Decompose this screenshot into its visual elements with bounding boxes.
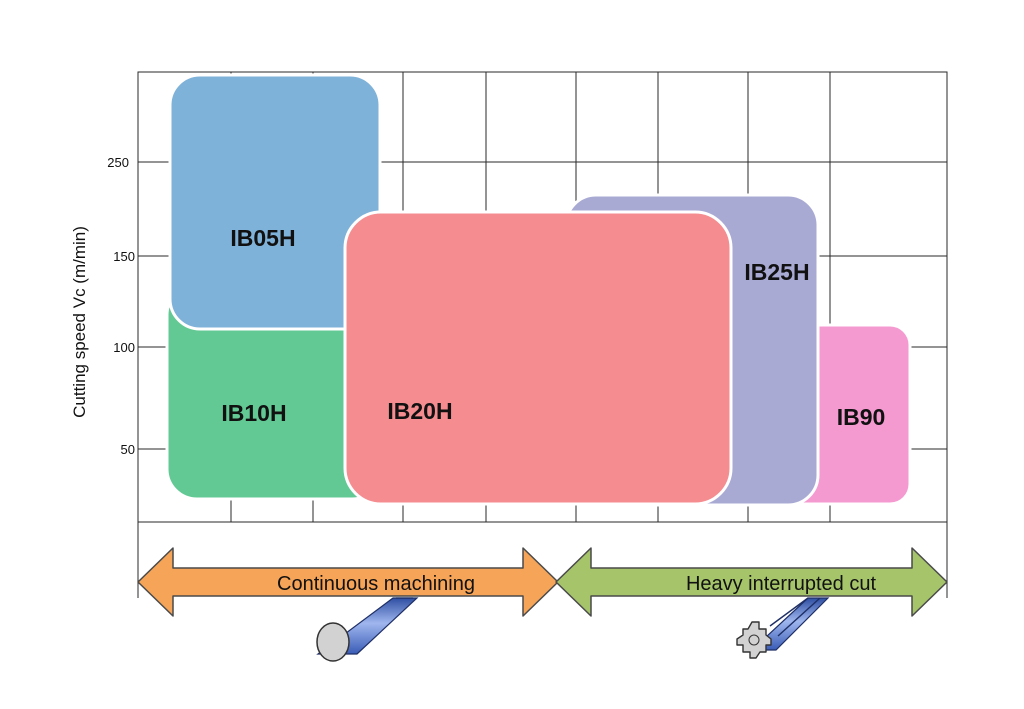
- heavy-interrupted-cut-label: Heavy interrupted cut: [686, 573, 877, 595]
- grade-region-ib20h: [343, 210, 733, 506]
- plot-frame: [137, 71, 948, 523]
- grade-labels: IB05H IB10H IB20H IB25H IB90: [221, 225, 885, 430]
- y-tick-label: 250: [107, 155, 129, 170]
- y-tick-label: 100: [113, 340, 135, 355]
- y-tick-label: 150: [113, 249, 135, 264]
- continuous-machining-label: Continuous machining: [277, 573, 475, 595]
- grade-label-ib10h: IB10H: [221, 400, 286, 426]
- heavy-interrupted-cut-arrow: Heavy interrupted cut: [555, 547, 948, 617]
- grooved-bar-icon: [736, 597, 830, 659]
- grade-label-ib05h: IB05H: [230, 225, 295, 251]
- grade-label-ib25h: IB25H: [744, 259, 809, 285]
- y-tick-label: 50: [121, 442, 135, 457]
- round-bar-icon: [316, 597, 419, 662]
- grade-region-ib05h: [168, 73, 382, 331]
- y-axis-label: Cutting speed Vc (m/min): [70, 226, 89, 418]
- grade-label-ib20h: IB20H: [387, 398, 452, 424]
- grade-label-ib90: IB90: [837, 404, 886, 430]
- y-axis: 250 150 100 50 Cutting speed Vc (m/min): [70, 155, 135, 457]
- grade-regions: [165, 73, 912, 507]
- continuous-machining-arrow: Continuous machining: [137, 547, 559, 617]
